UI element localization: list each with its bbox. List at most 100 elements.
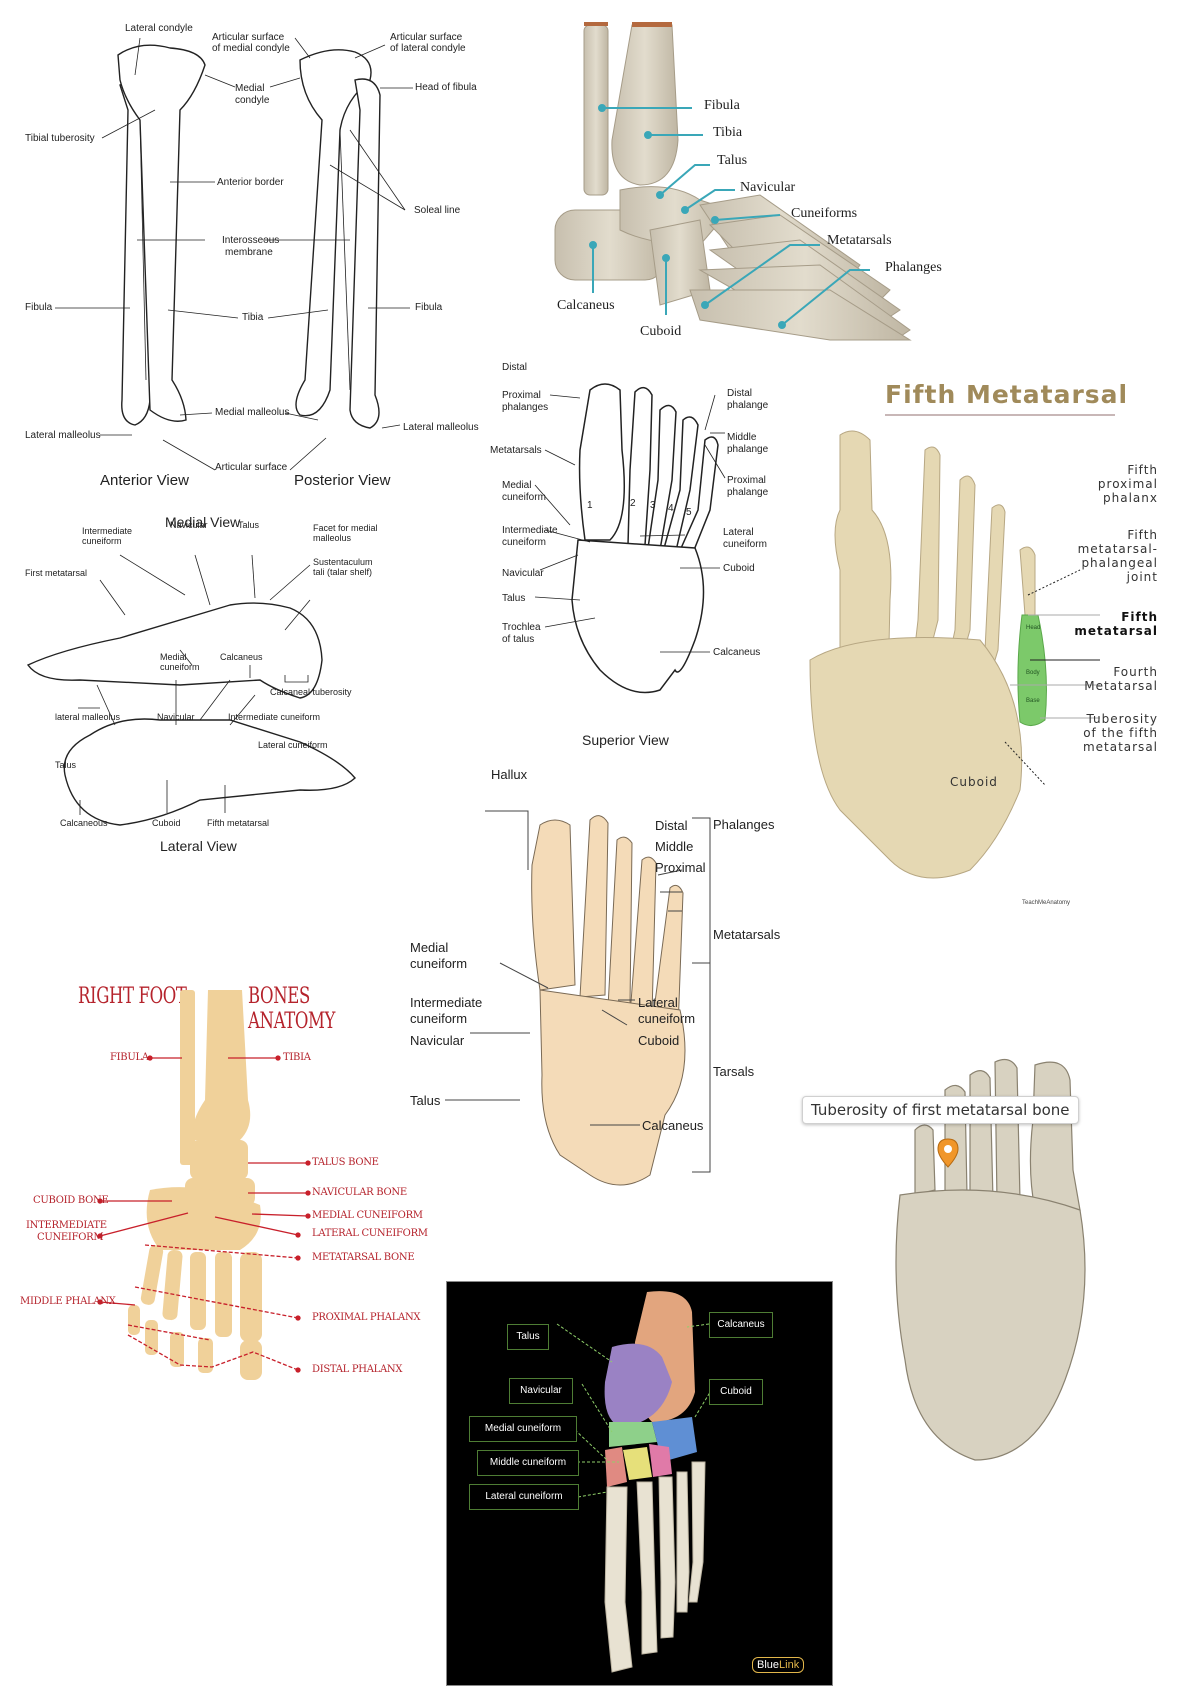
metatarsal-number-2: 2 (630, 498, 636, 509)
label-trochlea: Trochlea (502, 622, 541, 633)
label-lateral-cuneiform: Lateral cuneiform (469, 1484, 579, 1510)
label-calcaneus: Calcaneus (713, 647, 761, 658)
label-lateral-malleolus-right: Lateral malleolus (403, 422, 479, 433)
label-tibia: Tibia (713, 125, 743, 140)
label-intermediate-cuneiform-lateral: Intermediate cuneiform (228, 712, 321, 722)
label-proximal-phalange-2: phalange (727, 487, 769, 498)
label-lateral-malleolus-left: Lateral malleolus (25, 430, 101, 441)
label-cuboid: Cuboid (723, 563, 755, 574)
title-right-foot: RIGHT FOOT (78, 984, 187, 1009)
label-metatarsal-bone: METATARSAL BONE (312, 1252, 415, 1263)
label-facet: Facet for medial (313, 523, 378, 533)
label-sustentaculum: Sustentaculum (313, 557, 373, 567)
location-pin-icon[interactable] (937, 1138, 959, 1168)
label-medial-cuneiform: Medial (160, 652, 187, 662)
label-phalanges: Phalanges (713, 817, 775, 832)
label-body: Body (1026, 670, 1040, 676)
label-proximal-phalanges: Proximal (502, 390, 541, 401)
label-first-metatarsal: First metatarsal (25, 568, 88, 578)
label-tibial-tuberosity: Tibial tuberosity (25, 133, 95, 144)
label-fibula: FIBULA (110, 1052, 149, 1063)
fifth-metatarsal-render (809, 430, 1100, 879)
label-middle-phalanx: MIDDLE PHALANX (20, 1296, 116, 1307)
label-navicular: Navicular (410, 1033, 465, 1048)
label-intermediate-cuneiform: INTERMEDIATE (26, 1220, 107, 1231)
label-distal: Distal (655, 818, 688, 833)
metatarsal-number-1: 1 (587, 500, 593, 511)
label-lateral-cuneiform-2: cuneiform (723, 539, 767, 550)
label-proximal-phalange: Proximal (727, 475, 766, 486)
model-3d-panel: Talus Calcaneus Navicular Cuboid Medial … (446, 1281, 833, 1686)
foot-3d-render (895, 1058, 1086, 1461)
label-talus: Talus (717, 153, 748, 168)
label-intermediate-cuneiform-2: cuneiform (82, 536, 122, 546)
label-fifth-metatarsal: Fifth metatarsal (1074, 610, 1158, 638)
label-intermediate-cuneiform: Intermediate (502, 525, 558, 536)
tuberosity-3d-panel: Tuberosity of first metatarsal bone (802, 1020, 1200, 1500)
label-calcaneus: Calcaneus (709, 1312, 773, 1338)
superior-view-title: Superior View (582, 732, 669, 748)
metatarsal-number-3: 3 (650, 500, 656, 511)
label-head: Head (1026, 625, 1041, 631)
label-fifth-metatarsal-lateral: Fifth metatarsal (207, 818, 270, 828)
label-fourth-metatarsal: Fourth Metatarsal (1084, 665, 1158, 693)
credit-watermark: TeachMeAnatomy (1022, 900, 1071, 906)
medial-view-title: Medial View (165, 514, 241, 530)
label-tuberosity-fifth: Tuberosity of the fifth metatarsal (1082, 712, 1158, 754)
medial-lateral-panel: Medial View Intermediate cuneiform Navic… (0, 514, 480, 910)
label-calcaneus: Calcaneus (220, 652, 263, 662)
label-talus: Talus (410, 1093, 441, 1108)
label-middle-phalange: Middle (727, 432, 757, 443)
label-fibula-left: Fibula (25, 302, 53, 313)
label-medial-cuneiform: MEDIAL CUNEIFORM (312, 1210, 423, 1221)
label-talus-lateral: Talus (55, 760, 77, 770)
label-distal-phalange: Distal (727, 388, 753, 399)
dorsal-foot-panel: Hallux Distal Middle Proximal Phalanges … (410, 768, 840, 1255)
label-calcaneus: Calcaneus (557, 298, 615, 313)
label-distal-phalange-2: phalange (727, 400, 769, 411)
label-talus-bone: TALUS BONE (312, 1157, 379, 1168)
title-bones-anatomy: BONES ANATOMY (248, 984, 336, 1034)
fifth-metatarsal-title: Fifth Metatarsal (885, 380, 1129, 409)
label-medial-cuneiform-2: cuneiform (502, 492, 546, 503)
label-interosseous-2: membrane (225, 247, 273, 258)
ankle-3d-panel: Fibula Tibia Talus Navicular Cuneiforms … (500, 0, 942, 345)
label-navicular: Navicular (509, 1378, 573, 1404)
label-calcaneus: Calcaneus (642, 1118, 704, 1133)
label-navicular: Navicular (502, 568, 544, 579)
leg-bones-panel: Lateral condyle Articular surface of med… (0, 0, 480, 489)
title-underline (885, 414, 1115, 416)
label-calcaneal-tuberosity: Calcaneal tuberosity (270, 687, 352, 697)
ankle-3d-render (554, 22, 912, 341)
label-distal-phalanx: DISTAL PHALANX (312, 1364, 403, 1375)
label-metatarsals: Metatarsals (490, 445, 542, 456)
right-foot-panel: RIGHT FOOT BONES ANATOMY (0, 960, 428, 1400)
metatarsal-number-4: 4 (668, 503, 674, 514)
label-cuneiforms: Cuneiforms (791, 206, 858, 221)
label-lateral-cuneiform: Lateral (723, 527, 754, 538)
label-navicular-lateral: Navicular (157, 712, 195, 722)
label-middle-cuneiform: Middle cuneiform (477, 1450, 579, 1476)
label-metatarsals: Metatarsals (713, 927, 781, 942)
label-fibula: Fibula (704, 98, 740, 113)
label-proximal-phalanges-2: phalanges (502, 402, 549, 413)
label-intermediate-cuneiform-2: CUNEIFORM (37, 1232, 104, 1243)
label-talus: Talus (238, 520, 260, 530)
fifth-metatarsal-panel: Fifth Metatarsal Fifth proximal phalanx … (800, 370, 1200, 950)
tibia-fibula-drawing (55, 37, 413, 471)
label-base: Base (1026, 698, 1040, 704)
right-foot-cartoon (97, 990, 311, 1380)
metatarsal-number-5: 5 (686, 507, 692, 518)
tuberosity-tooltip: Tuberosity of first metatarsal bone (802, 1096, 1079, 1124)
caption-posterior-view: Posterior View (294, 472, 391, 489)
label-cuboid: Cuboid (950, 775, 998, 789)
superior-view-panel: Distal Proximal phalanges Metatarsals Me… (480, 362, 800, 760)
label-articular-lateral: Articular surface (390, 32, 463, 43)
label-phalanges: Phalanges (885, 260, 942, 275)
label-navicular: Navicular (740, 180, 796, 195)
label-head-of-fibula: Head of fibula (415, 82, 477, 93)
label-tibia: TIBIA (283, 1052, 311, 1063)
bluelink-logo: BlueLink (752, 1657, 805, 1673)
label-sustentaculum-2: tali (talar shelf) (313, 567, 373, 577)
